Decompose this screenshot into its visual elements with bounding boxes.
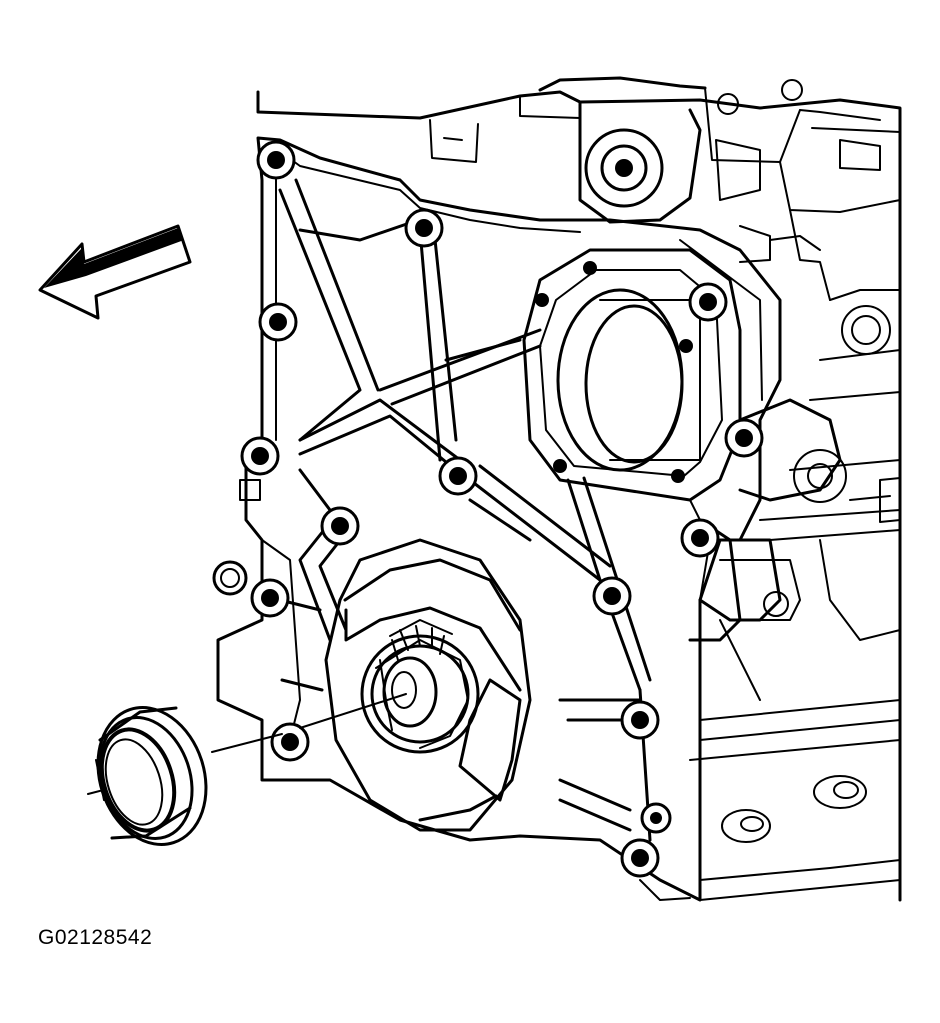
bolt [250, 578, 290, 618]
engine-block-outline [256, 76, 902, 902]
bolt [592, 576, 632, 616]
arrow-left-icon [38, 224, 192, 320]
crankshaft-front-seal [95, 706, 208, 846]
bolt [438, 456, 478, 496]
cover-ribs [239, 178, 652, 842]
bolt [404, 208, 444, 248]
bolt [258, 302, 298, 342]
bolt [240, 436, 280, 476]
bolt [680, 518, 720, 558]
bolt [212, 560, 248, 596]
bore-flange [522, 248, 742, 601]
bolt [640, 802, 672, 834]
figure-id-label: G02128542 [38, 926, 153, 949]
bolt [620, 700, 660, 740]
bolt [724, 418, 764, 458]
bolt [256, 140, 296, 180]
bolt [620, 838, 660, 878]
bolt [320, 506, 360, 546]
upper-mount-boss [429, 100, 702, 224]
cover-bolts [212, 140, 764, 878]
bolt [270, 722, 310, 762]
side-pads [688, 398, 842, 642]
bolt [688, 282, 728, 322]
seal-housing [324, 538, 532, 832]
